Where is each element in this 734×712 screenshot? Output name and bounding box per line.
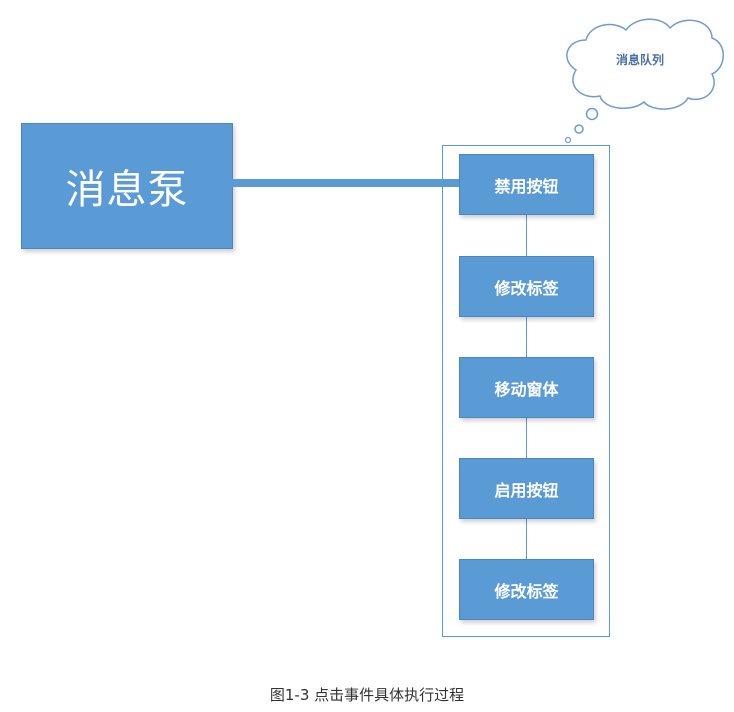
- queue-message-box: 修改标签: [459, 559, 594, 620]
- message-queue-label: 消息队列: [615, 53, 664, 67]
- message-pump-box: 消息泵: [21, 123, 233, 249]
- thought-bubble-large: [585, 107, 599, 121]
- queue-message-box: 启用按钮: [459, 458, 594, 519]
- thought-cloud-shape: [566, 18, 724, 110]
- queue-message-box: 修改标签: [459, 256, 594, 317]
- message-queue-frame: [442, 145, 610, 637]
- queue-message-label: 移动窗体: [494, 379, 559, 399]
- queue-message-label: 修改标签: [494, 278, 559, 298]
- queue-message-box: 移动窗体: [459, 357, 594, 418]
- thought-bubble-small: [564, 136, 572, 144]
- message-pump-label: 消息泵: [65, 167, 189, 213]
- queue-message-label: 启用按钮: [494, 480, 559, 500]
- thought-bubble-medium: [574, 124, 584, 134]
- pump-to-queue-connector: [231, 179, 459, 187]
- queue-message-label: 禁用按钮: [494, 176, 559, 196]
- queue-message-label: 修改标签: [494, 581, 559, 601]
- figure-caption: 图1-3 点击事件具体执行过程: [269, 686, 465, 704]
- queue-message-box: 禁用按钮: [459, 154, 594, 215]
